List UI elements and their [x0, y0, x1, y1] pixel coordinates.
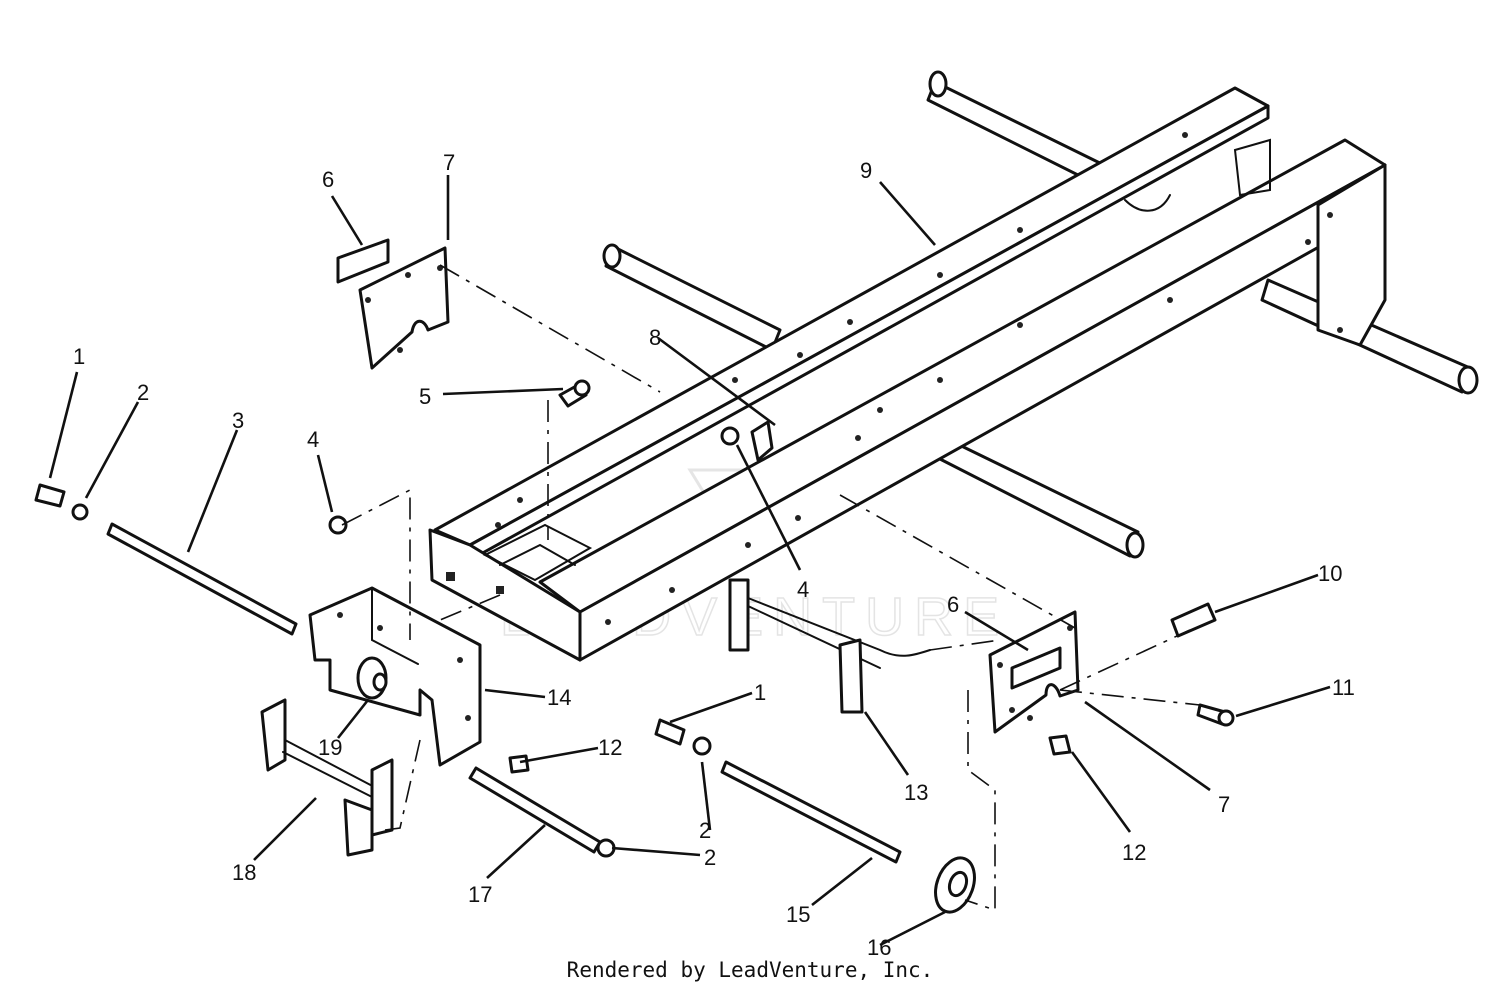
- pulley-16: [934, 856, 976, 914]
- callout-6-right: 6: [947, 592, 959, 617]
- spring-1-left: [34, 483, 66, 508]
- render-credit: Rendered by LeadVenture, Inc.: [566, 958, 934, 982]
- callout-6-top: 6: [322, 167, 334, 192]
- rod-3: [106, 522, 298, 636]
- rear-plate: [988, 610, 1080, 734]
- callout-9: 9: [860, 158, 872, 183]
- callout-10: 10: [1318, 561, 1342, 586]
- rod-17: [468, 766, 602, 854]
- callout-5: 5: [419, 384, 431, 409]
- callout-17: 17: [468, 882, 492, 907]
- callout-18: 18: [232, 860, 256, 885]
- callout-16: 16: [867, 935, 891, 960]
- upper-plate: [358, 246, 450, 370]
- bolt-11: [1196, 703, 1235, 727]
- washer-2-center: [692, 736, 712, 756]
- upper-decal: [336, 238, 390, 284]
- front-cross-tube: [602, 243, 1145, 559]
- roller-19: [356, 656, 388, 700]
- spring-12-left: [508, 754, 530, 774]
- callout-2-lower: 2: [704, 845, 716, 870]
- leader-lines: [48, 175, 1331, 947]
- callout-4-left: 4: [307, 427, 319, 452]
- alignment-lines: [341, 264, 1201, 912]
- callout-7-top: 7: [443, 150, 455, 175]
- callout-2-center: 2: [699, 818, 711, 843]
- callout-11: 11: [1332, 675, 1355, 700]
- spring-12-right: [1048, 734, 1072, 756]
- callout-8: 8: [649, 325, 661, 350]
- callout-12-right: 12: [1122, 840, 1146, 865]
- bolt-5: [558, 379, 591, 408]
- callout-1-left: 1: [73, 344, 85, 369]
- rod-15: [720, 760, 902, 864]
- callout-4-center: 4: [797, 577, 809, 602]
- spring-1-center: [654, 718, 686, 746]
- washer-2-lower: [596, 838, 616, 858]
- callout-7-right: 7: [1218, 792, 1230, 817]
- callout-14: 14: [547, 685, 571, 710]
- hanger-bracket: [308, 586, 482, 767]
- main-frame: [428, 86, 1387, 662]
- callout-1-center: 1: [754, 680, 766, 705]
- callout-19: 19: [318, 735, 342, 760]
- washer-2-left: [71, 503, 89, 521]
- callout-13: 13: [904, 780, 928, 805]
- adjustment-rod: [728, 578, 931, 714]
- bracket-clip: [720, 420, 774, 462]
- callout-12-left: 12: [598, 735, 622, 760]
- spring-10: [1170, 602, 1217, 638]
- pivot-bracket: [260, 698, 394, 857]
- nut-4-left: [328, 515, 348, 535]
- callout-2-left: 2: [137, 380, 149, 405]
- callouts: 1 2 3 4 6 7 5 8 9 4 6 10 11 7 12 1 12 13…: [73, 150, 1355, 960]
- callout-15: 15: [786, 902, 810, 927]
- callout-3: 3: [232, 408, 244, 433]
